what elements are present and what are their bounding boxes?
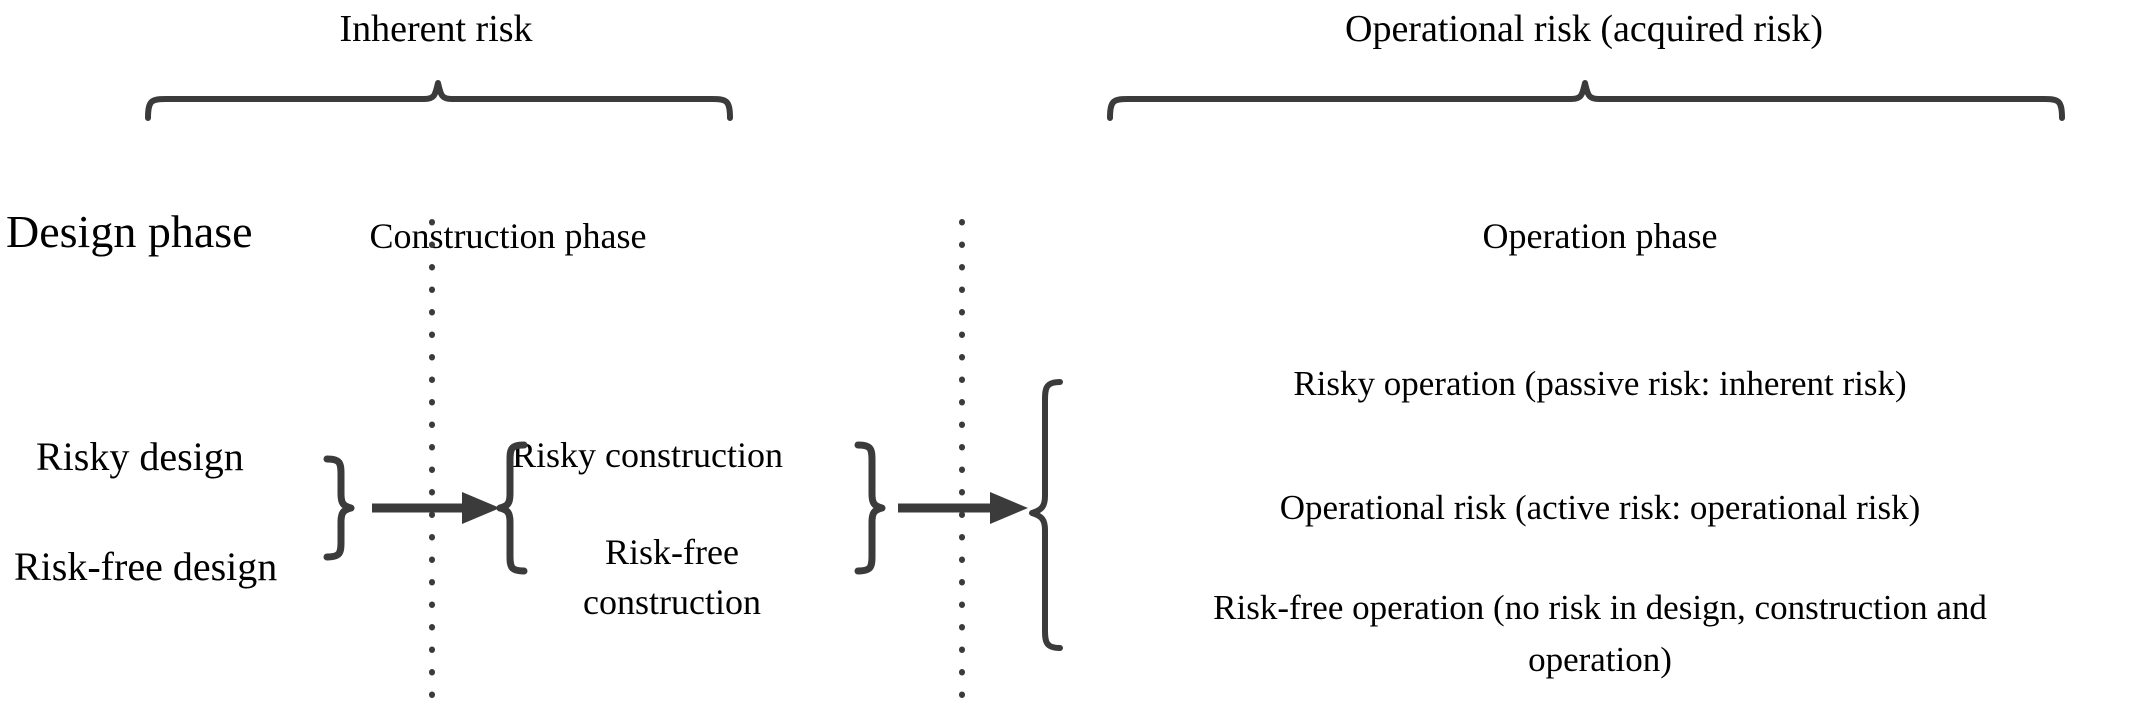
brace-construction-close xyxy=(854,441,886,575)
item-risk-free-construction-line-1: Risk-free xyxy=(605,532,739,572)
item-risk-free-design: Risk-free design xyxy=(14,544,278,589)
arrow-design-to-construction xyxy=(372,492,500,524)
item-risky-construction: Risky construction xyxy=(512,435,783,475)
item-risk-free-operation-line-2: operation) xyxy=(1528,640,1672,679)
phase-label-construction: Construction phase xyxy=(369,216,647,256)
item-operational-risk-active: Operational risk (active risk: operation… xyxy=(1279,488,1921,527)
item-risky-design: Risky design xyxy=(36,434,244,479)
phase-label-operation: Operation phase xyxy=(1482,216,1718,256)
item-risk-free-operation-line-1: Risk-free operation (no risk in design, … xyxy=(1213,588,1987,627)
group-title-operational-risk: Operational risk (acquired risk) xyxy=(1345,8,1823,50)
brace-operational-risk xyxy=(1107,80,2065,121)
brace-design-items xyxy=(323,455,355,561)
item-risk-free-construction-line-2: construction xyxy=(583,582,761,622)
item-risky-operation: Risky operation (passive risk: inherent … xyxy=(1293,364,1907,403)
phase-label-design: Design phase xyxy=(6,206,253,257)
arrow-construction-to-operation xyxy=(898,492,1028,524)
group-title-inherent-risk: Inherent risk xyxy=(339,8,533,50)
brace-operation-items xyxy=(1029,379,1063,651)
brace-inherent-risk xyxy=(145,80,733,121)
